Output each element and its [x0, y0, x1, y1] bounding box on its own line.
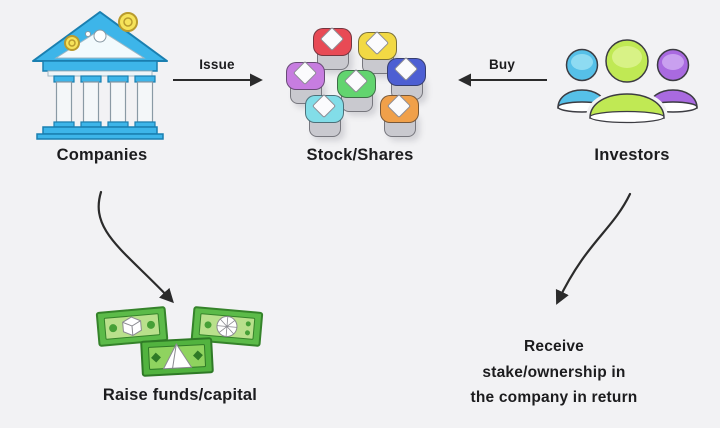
banknote-center: [140, 337, 214, 377]
stock-token-icon: [380, 93, 420, 141]
investors-label: Investors: [594, 146, 670, 164]
stock-token-icon: [305, 93, 345, 141]
stake-line-3: the company in return: [470, 389, 638, 406]
stocks-label: Stock/Shares: [306, 146, 414, 164]
stock-token-icon: [387, 56, 427, 104]
investors-icon: [557, 36, 698, 124]
stake-line-2: stake/ownership in: [482, 363, 626, 381]
funds-label: Raise funds/capital: [102, 386, 258, 404]
banknote-left: [95, 306, 169, 347]
issue-arrow-label: Issue: [199, 57, 235, 72]
buy-arrow-label: Buy: [488, 57, 516, 72]
issue-arrow: [173, 73, 263, 87]
stake-line-1: Receive: [523, 338, 584, 355]
buy-arrow: [458, 73, 547, 87]
stock-token-icon: [358, 30, 398, 78]
stock-token-icon: [313, 26, 353, 74]
stock-token-icon: [337, 68, 377, 116]
bank-icon: [32, 11, 168, 140]
money-icon: [95, 306, 264, 377]
coin-icon: [118, 12, 138, 32]
investors-to-stake-arrow: [555, 192, 632, 305]
coin-icon: [64, 35, 80, 51]
banknote-right: [190, 306, 264, 347]
stake-label: Receive stake/ownership in the company i…: [434, 334, 674, 411]
companies-label: Companies: [56, 146, 148, 164]
companies-to-funds-arrow: [97, 190, 174, 304]
investor-left: [557, 48, 607, 113]
investor-center: [585, 36, 669, 124]
stock-tokens-icon: [280, 22, 430, 142]
